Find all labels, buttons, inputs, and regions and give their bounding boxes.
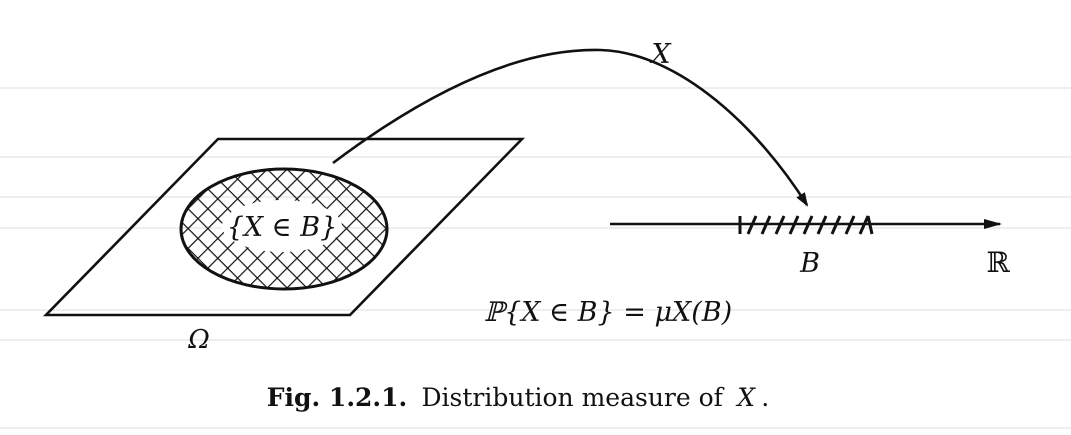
- hatch-mark: [866, 215, 874, 235]
- caption-variable: X: [735, 383, 756, 412]
- hatch-mark: [774, 215, 786, 235]
- set-B-hatching: [738, 215, 874, 235]
- hatch-mark: [844, 215, 856, 235]
- hatch-mark: [802, 215, 814, 235]
- caption-label: Fig. 1.2.1.: [267, 383, 407, 412]
- caption-text: Distribution measure of: [421, 383, 724, 412]
- hatch-mark: [816, 215, 828, 235]
- event-boundary: [179, 167, 389, 291]
- figure-caption: Fig. 1.2.1. Distribution measure of X .: [267, 383, 769, 412]
- map-arrow: [332, 48, 809, 207]
- reals-label: ℝ: [986, 246, 1010, 279]
- event-label: {X ∈ B}: [227, 212, 338, 243]
- set-B-label: B: [799, 248, 820, 279]
- probability-formula: ℙ{X ∈ B} = μX(B): [484, 297, 732, 328]
- guide-lines: [0, 87, 1071, 429]
- hatch-mark: [788, 215, 800, 235]
- map-label: X: [649, 39, 672, 70]
- omega-parallelogram: [42, 137, 526, 317]
- omega-label: Ω: [187, 325, 210, 355]
- hatch-mark: [830, 215, 842, 235]
- hatch-mark: [858, 215, 870, 235]
- event-label-background: [222, 200, 342, 252]
- event-region: [179, 167, 389, 291]
- hatch-mark: [760, 215, 772, 235]
- caption-period: .: [761, 383, 769, 412]
- hatch-mark: [746, 215, 758, 235]
